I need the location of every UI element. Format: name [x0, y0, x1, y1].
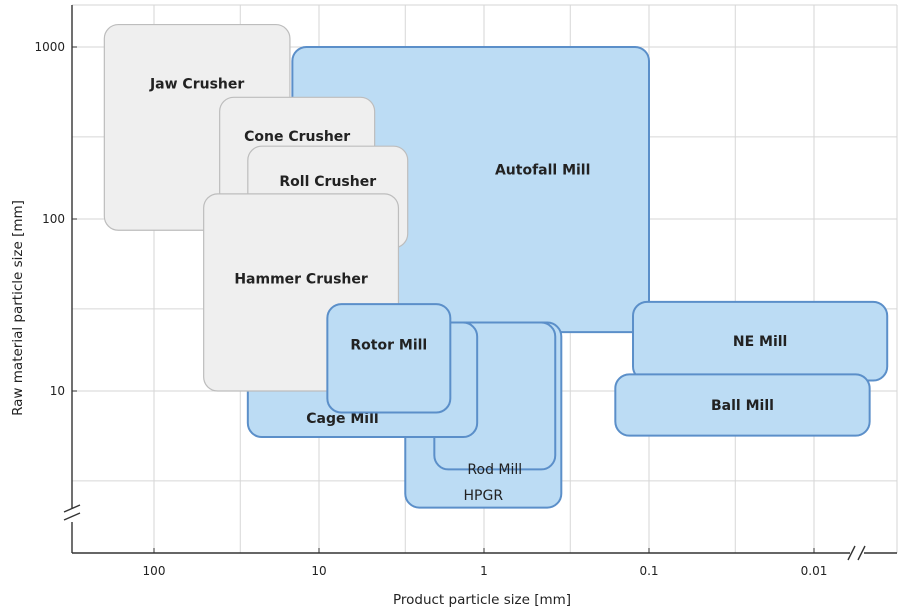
ball-mill-box [614, 373, 871, 437]
axes: 100 10 1 0.1 0.01 10 100 1000 [34, 5, 897, 578]
ne-mill-label: NE Mill [733, 334, 787, 350]
ball-mill-region: Ball Mill [614, 373, 871, 437]
roll-crusher-label: Roll Crusher [279, 174, 376, 190]
hammer-crusher-label: Hammer Crusher [234, 271, 368, 287]
cage-mill-label: Cage Mill [306, 411, 378, 427]
x-tick-label: 0.01 [801, 564, 828, 578]
y-axis-break-mark [63, 504, 81, 513]
x-axis-title: Product particle size [mm] [393, 592, 571, 607]
x-tick-label: 10 [311, 564, 326, 578]
x-tick-label: 100 [143, 564, 166, 578]
ne-mill-region: NE Mill [632, 300, 889, 382]
rotor-mill-region: Rotor Mill [326, 303, 452, 414]
y-axis-title: Raw material particle size [mm] [10, 200, 26, 416]
y-tick-label: 1000 [34, 40, 65, 54]
x-axis-break-mark [847, 545, 856, 561]
y-axis-break-mark [63, 512, 81, 521]
cone-crusher-label: Cone Crusher [244, 129, 350, 145]
autofall-mill-label: Autofall Mill [495, 163, 590, 179]
y-tick-label: 10 [50, 384, 65, 398]
ball-mill-label: Ball Mill [711, 398, 774, 414]
y-tick-label: 100 [42, 212, 65, 226]
x-tick-label: 0.1 [639, 564, 658, 578]
jaw-crusher-label: Jaw Crusher [149, 76, 244, 92]
rotor-mill-label: Rotor Mill [350, 337, 427, 353]
x-axis-break-mark [857, 545, 866, 561]
rod-mill-label: Rod Mill [467, 462, 522, 478]
hpgr-label: HPGR [464, 488, 504, 504]
rotor-mill-box [326, 303, 452, 414]
x-tick-label: 1 [480, 564, 488, 578]
